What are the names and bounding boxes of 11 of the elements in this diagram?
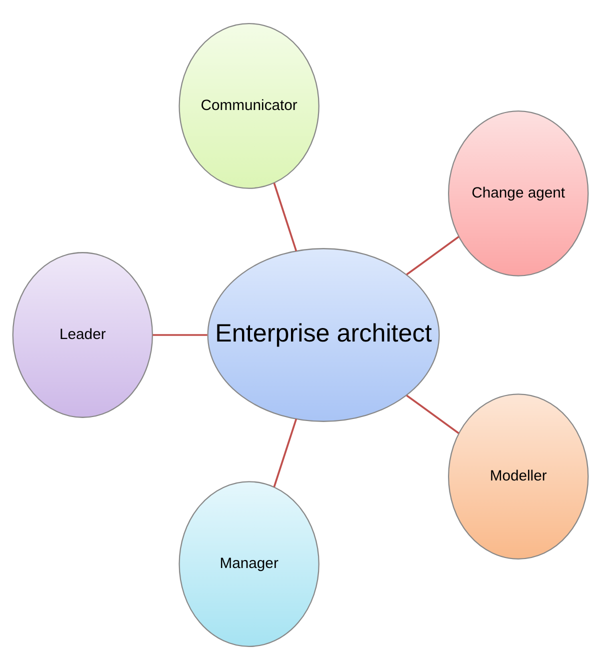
node-ellipse: Leader <box>12 252 154 418</box>
node-ellipse: Communicator <box>178 22 320 188</box>
connector <box>406 236 460 275</box>
node-ellipse: Manager <box>178 480 320 646</box>
node-ellipse: Enterprise architect <box>207 248 440 422</box>
node-ellipse: Modeller <box>448 393 589 559</box>
connector <box>152 334 208 336</box>
connector <box>273 418 298 487</box>
connector <box>273 182 298 251</box>
connector <box>406 394 460 434</box>
node-ellipse: Change agent <box>448 110 589 276</box>
